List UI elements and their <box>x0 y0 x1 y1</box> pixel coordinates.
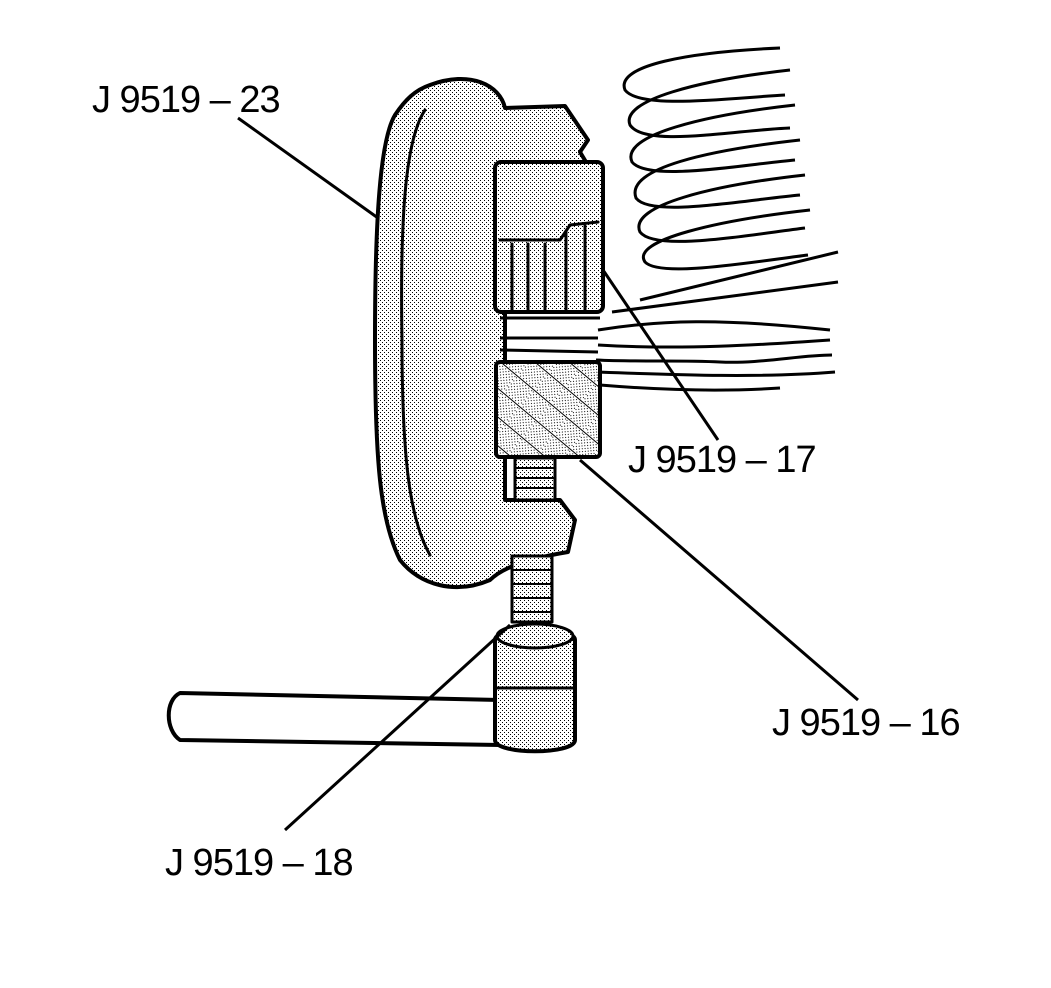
upper-insert <box>493 160 605 314</box>
coil-spring <box>611 46 839 314</box>
label-forcing-screw: J 9519 – 18 <box>165 842 353 884</box>
label-lower-insert: J 9519 – 16 <box>772 702 960 744</box>
ratchet-wrench <box>166 622 577 754</box>
forcing-screw <box>510 456 557 624</box>
label-tool-frame: J 9519 – 23 <box>92 79 280 121</box>
leader-lines <box>237 116 859 832</box>
label-upper-insert: J 9519 – 17 <box>628 439 816 481</box>
lower-insert <box>494 360 602 459</box>
axle-housing <box>595 320 836 392</box>
bushing <box>499 316 600 354</box>
clamp-frame <box>373 77 602 589</box>
